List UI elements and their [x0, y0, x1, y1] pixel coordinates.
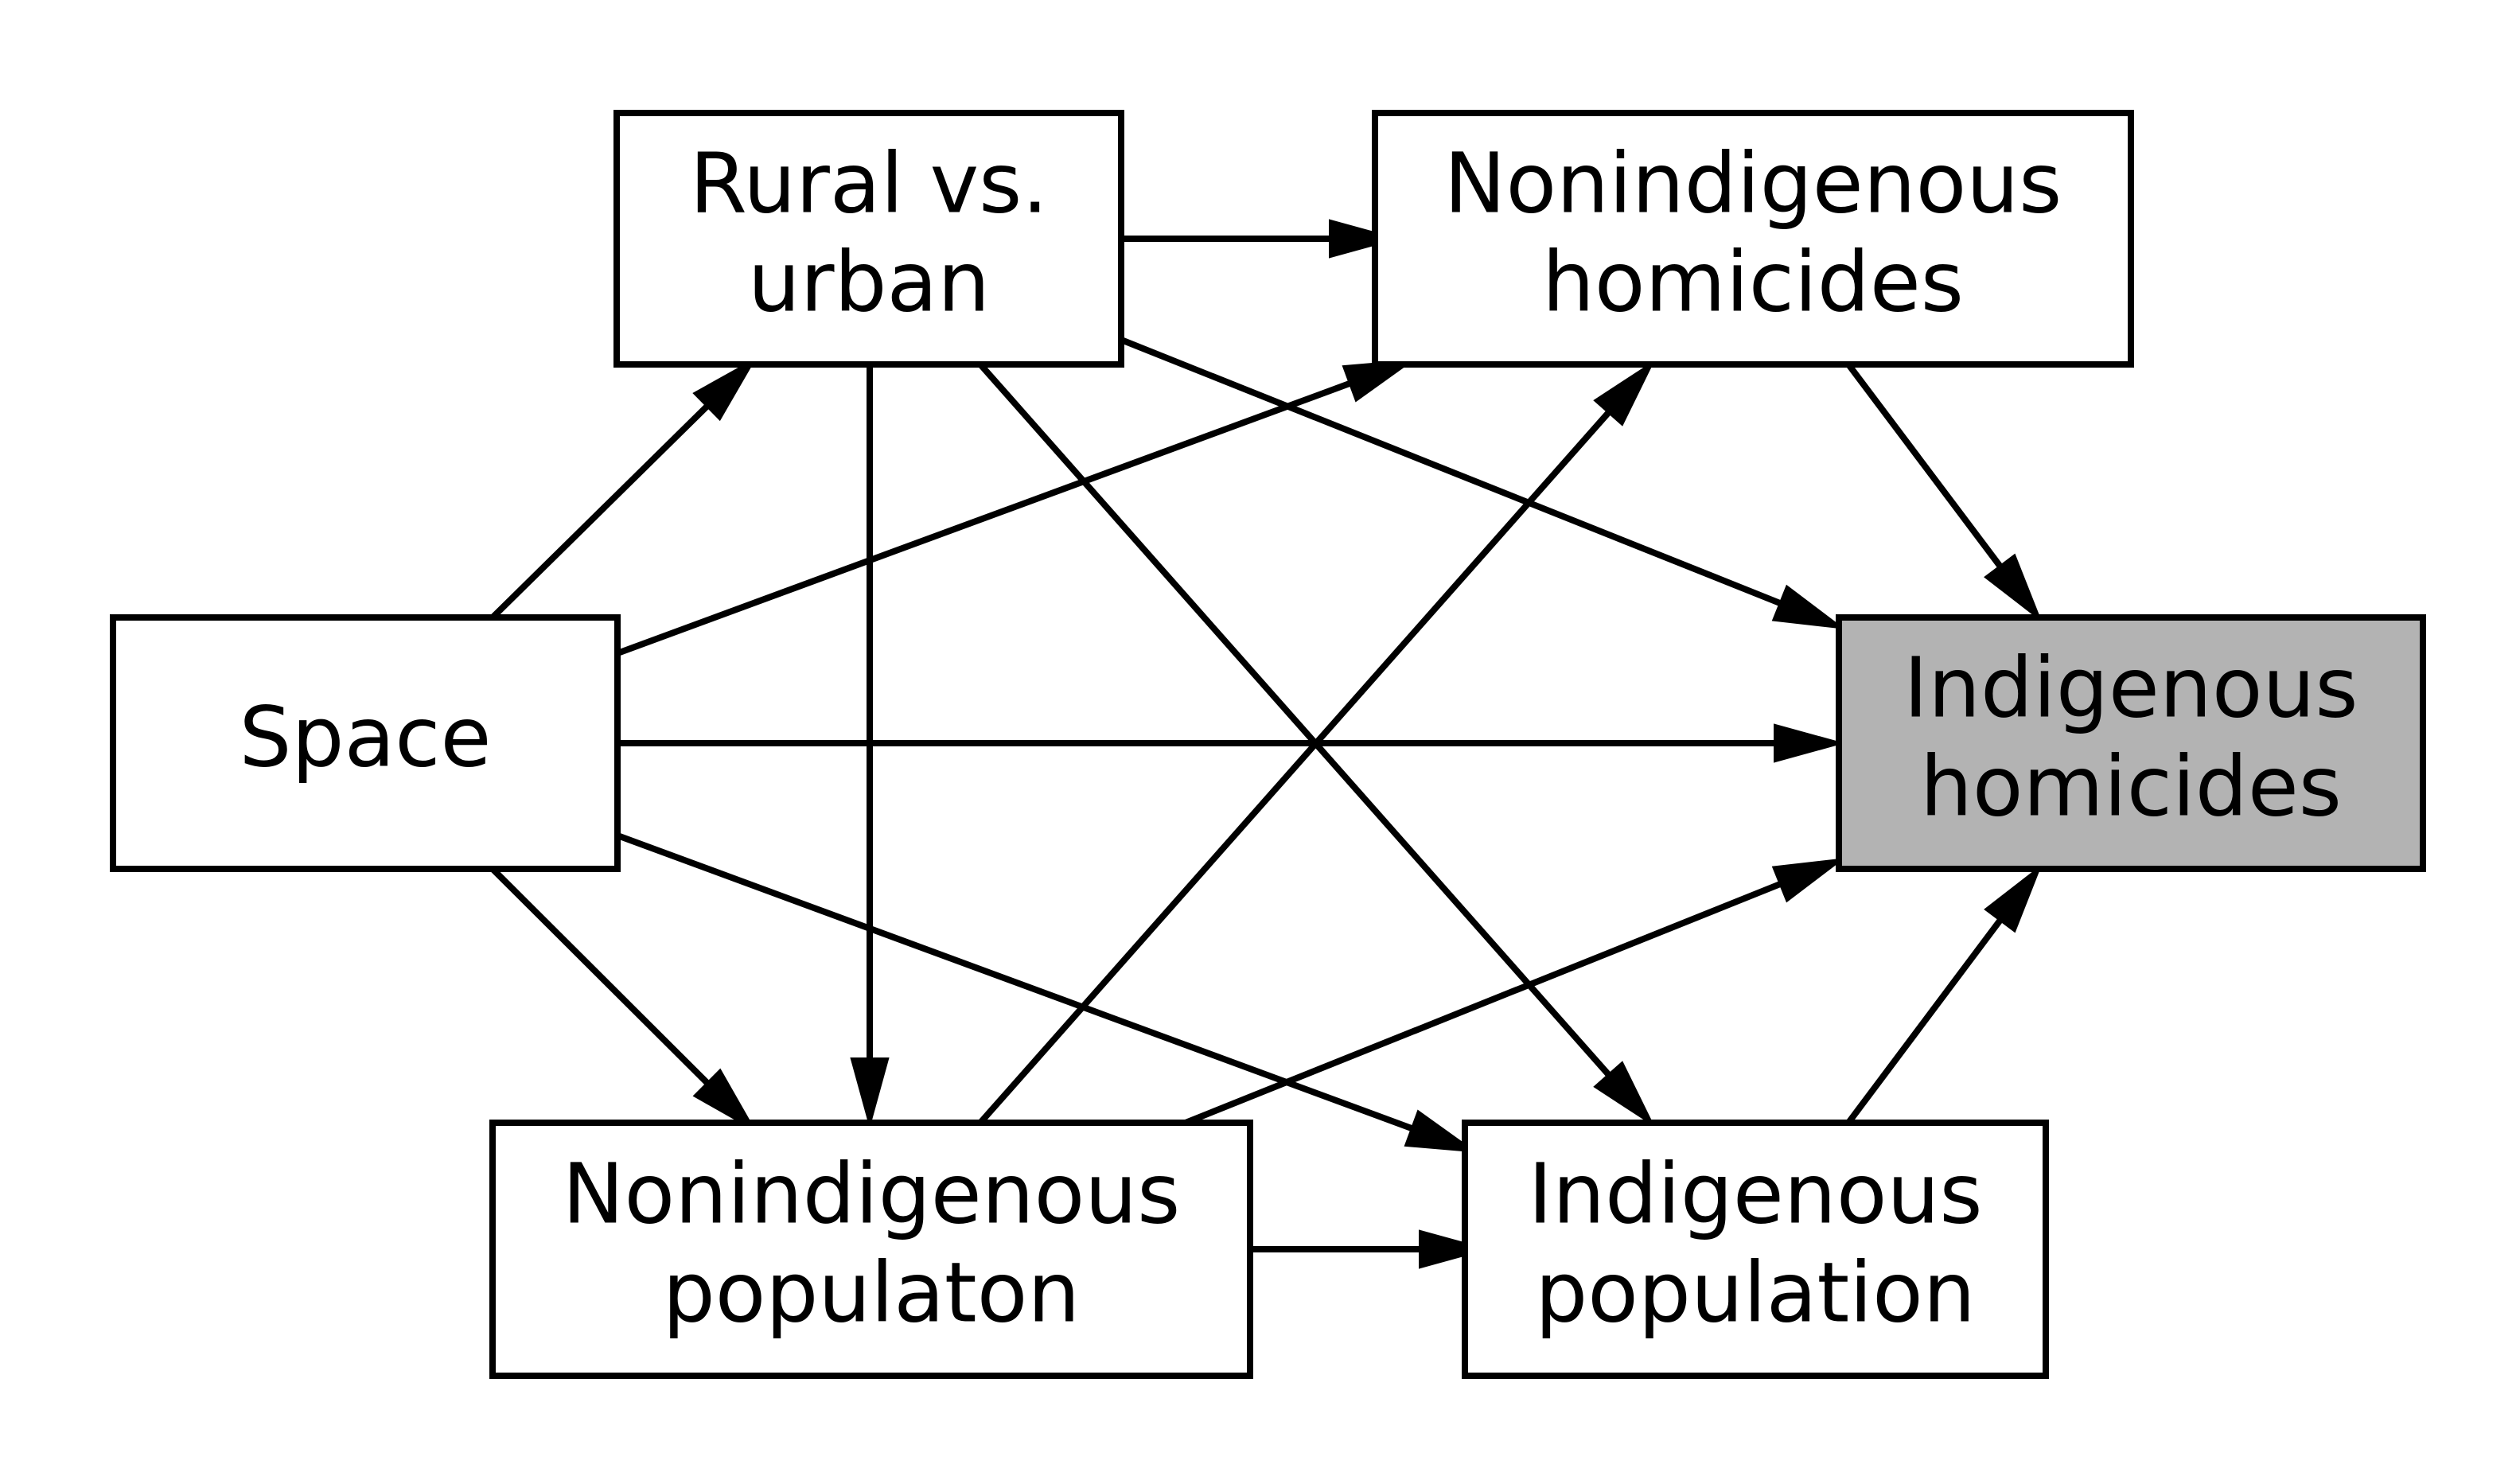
- arrowhead-ind_pop-to-ind_hom: [1984, 863, 2043, 933]
- node-label-line: urban: [748, 233, 990, 330]
- arrowhead-rural-to-nonind_hom: [1329, 219, 1400, 259]
- node-label-line: Rural vs.: [690, 134, 1049, 232]
- node-box: [1462, 1120, 2049, 1379]
- arrowhead-space-to-rural: [692, 356, 758, 422]
- node-label-line: populaton: [663, 1244, 1081, 1341]
- node-box: [1372, 110, 2134, 368]
- node-rural: Rural vs.urban: [613, 110, 1124, 368]
- node-label-line: Indigenous: [1903, 639, 2358, 736]
- node-label-line: population: [1535, 1244, 1975, 1341]
- node-label-line: Space: [240, 688, 492, 785]
- arrowhead-nonind_pop-to-nonind_hom: [1593, 360, 1655, 426]
- edge-ind_pop-to-ind_hom: [1845, 917, 2004, 1125]
- edge-space-to-nonind_hom: [616, 380, 1352, 656]
- edge-space-to-ind_pop: [616, 832, 1414, 1132]
- node-label-line: homicides: [1920, 738, 2342, 835]
- edges-layer: [490, 219, 2043, 1269]
- edge-nonind_hom-to-ind_hom: [1845, 362, 2004, 569]
- node-label-line: homicides: [1542, 233, 1964, 330]
- arrowhead-rural-to-ind_pop: [1593, 1061, 1655, 1128]
- edge-rural-to-ind_hom: [1120, 337, 1782, 607]
- node-box: [613, 110, 1124, 368]
- arrowhead-nonind_pop-to-ind_pop: [1419, 1229, 1490, 1269]
- arrowhead-space-to-ind_pop: [1404, 1109, 1478, 1153]
- edge-nonind_pop-to-nonind_hom: [978, 410, 1611, 1125]
- arrowhead-rural-to-ind_hom: [1771, 584, 1846, 629]
- arrowhead-space-to-ind_hom: [1774, 723, 1845, 763]
- node-label-line: Indigenous: [1528, 1145, 1982, 1242]
- arrowhead-space-to-nonind_pop: [692, 1068, 758, 1133]
- edge-space-to-rural: [490, 403, 710, 620]
- arrowhead-rural-to-nonind_pop: [850, 1057, 890, 1129]
- edge-space-to-nonind_pop: [490, 867, 711, 1086]
- node-box: [110, 614, 621, 872]
- arrowhead-nonind_pop-to-ind_hom: [1771, 858, 1845, 903]
- node-box: [1836, 614, 2426, 872]
- node-label-line: Nonindigenous: [1444, 134, 2062, 232]
- arrowhead-nonind_hom-to-ind_hom: [1984, 553, 2043, 623]
- node-box: [489, 1120, 1253, 1379]
- node-space: Space: [110, 614, 621, 872]
- node-label-line: Nonindigenous: [563, 1145, 1181, 1242]
- edge-rural-to-ind_pop: [978, 362, 1611, 1077]
- edge-nonind_pop-to-ind_hom: [1184, 881, 1782, 1126]
